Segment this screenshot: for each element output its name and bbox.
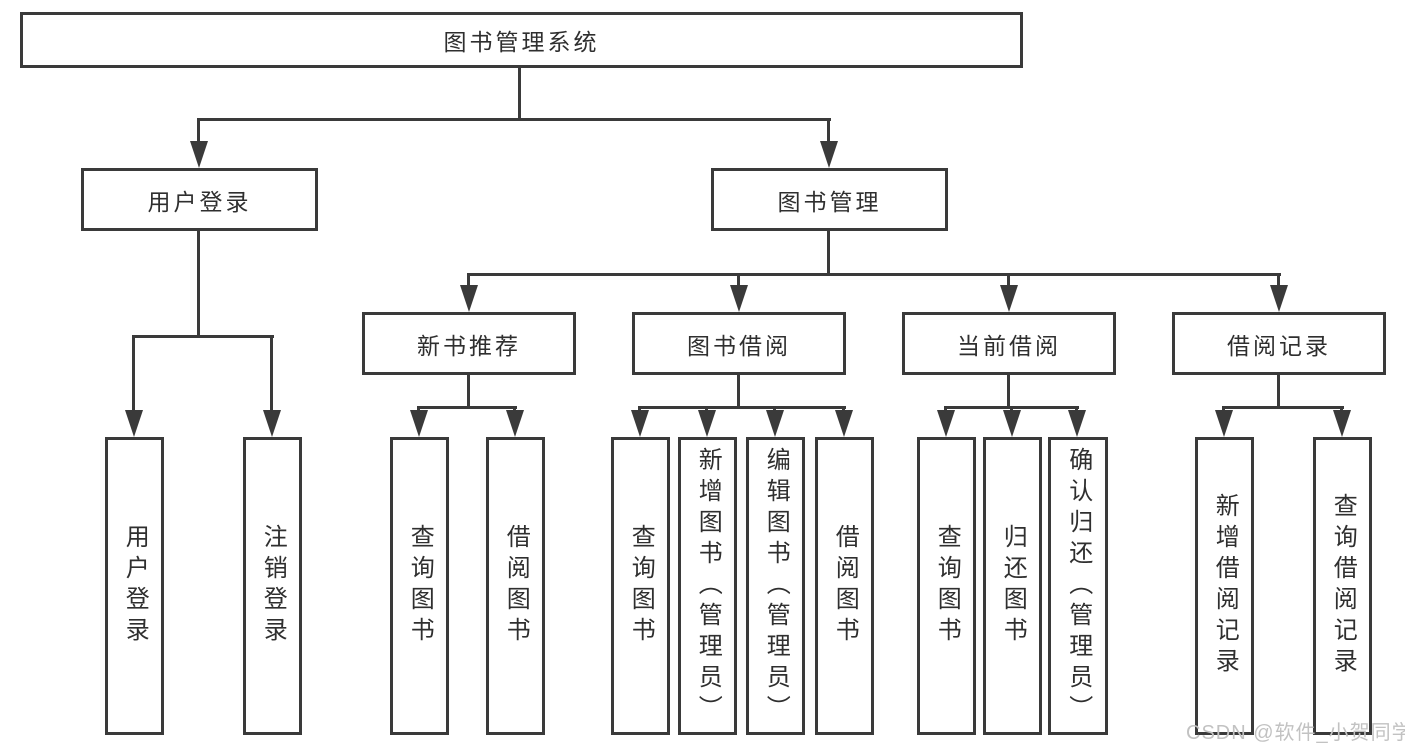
node-label: 用户登录: [147, 188, 252, 215]
edge-to-leaf-user-login: [132, 338, 135, 412]
edge-new-book-hbar: [417, 406, 517, 409]
leaf-label: 借阅图书: [831, 524, 859, 648]
edge-to-borrow-record: [1277, 276, 1280, 288]
edge-book-management-stem: [827, 231, 830, 275]
arrowhead-user-login: [190, 141, 208, 168]
leaf-label: 查询图书: [933, 524, 961, 648]
edge-to-book-borrow: [737, 276, 740, 288]
edge-borrow-record-stem: [1277, 375, 1280, 409]
arrowhead-leaf-query-book-2: [631, 410, 649, 437]
leaf-label: 查询图书: [406, 524, 434, 648]
arrowhead-leaf-user-login: [125, 410, 143, 437]
leaf-query-book-newbook: 查询图书: [390, 437, 449, 735]
arrowhead-leaf-edit-book: [766, 410, 784, 437]
leaf-query-book-current: 查询图书: [917, 437, 976, 735]
arrowhead-current-borrow: [1000, 285, 1018, 312]
leaf-label: 确认归还（管理员）: [1064, 446, 1092, 726]
leaf-user-login: 用户登录: [105, 437, 164, 735]
leaf-label: 编辑图书（管理员）: [762, 446, 790, 726]
edge-user-login-hbar: [132, 335, 274, 338]
leaf-borrow-book-borrow: 借阅图书: [815, 437, 874, 735]
leaf-logout: 注销登录: [243, 437, 302, 735]
edge-to-user-login: [197, 121, 200, 145]
node-book-management: 图书管理: [711, 168, 948, 231]
leaf-edit-book-admin: 编辑图书（管理员）: [746, 437, 805, 735]
arrowhead-new-book: [460, 285, 478, 312]
node-new-book-recommend: 新书推荐: [362, 312, 576, 375]
arrowhead-leaf-query-book-3: [937, 410, 955, 437]
edge-user-login-stem: [197, 231, 200, 337]
leaf-add-borrow-record: 新增借阅记录: [1195, 437, 1254, 735]
node-library-management-system: 图书管理系统: [20, 12, 1023, 68]
arrowhead-book-borrow: [730, 285, 748, 312]
leaf-query-book-borrow: 查询图书: [611, 437, 670, 735]
node-label: 图书借阅: [687, 332, 791, 359]
leaf-label: 注销登录: [259, 524, 287, 648]
node-book-borrow: 图书借阅: [632, 312, 846, 375]
csdn-watermark: CSDN @软件_小贺同学: [1186, 722, 1405, 744]
edge-to-new-book: [467, 276, 470, 288]
arrowhead-leaf-add-record: [1215, 410, 1233, 437]
leaf-borrow-book-newbook: 借阅图书: [486, 437, 545, 735]
edge-root-hbar: [197, 118, 831, 121]
node-label: 借阅记录: [1227, 332, 1331, 359]
edge-to-book-management: [827, 121, 830, 145]
leaf-add-book-admin: 新增图书（管理员）: [678, 437, 737, 735]
node-label: 图书管理: [777, 188, 882, 215]
leaf-return-book: 归还图书: [983, 437, 1042, 735]
arrowhead-leaf-borrow-book-1: [506, 410, 524, 437]
arrowhead-leaf-logout: [263, 410, 281, 437]
leaf-label: 借阅图书: [502, 524, 530, 648]
leaf-confirm-return-admin: 确认归还（管理员）: [1048, 437, 1108, 735]
node-label: 新书推荐: [417, 332, 521, 359]
arrowhead-book-management: [820, 141, 838, 168]
arrowhead-leaf-add-book: [698, 410, 716, 437]
edge-to-current-borrow: [1007, 276, 1010, 288]
node-current-borrow: 当前借阅: [902, 312, 1116, 375]
node-borrow-record: 借阅记录: [1172, 312, 1386, 375]
leaf-label: 查询借阅记录: [1329, 493, 1357, 679]
arrowhead-leaf-return-book: [1003, 410, 1021, 437]
edge-to-leaf-logout: [270, 338, 273, 412]
leaf-label: 归还图书: [999, 524, 1027, 648]
edge-current-borrow-stem: [1007, 375, 1010, 409]
edge-borrow-record-hbar: [1222, 406, 1344, 409]
edge-book-management-hbar: [467, 273, 1281, 276]
arrowhead-leaf-borrow-book-2: [835, 410, 853, 437]
arrowhead-leaf-confirm-return: [1068, 410, 1086, 437]
leaf-label: 用户登录: [121, 524, 149, 648]
node-label: 当前借阅: [957, 332, 1061, 359]
leaf-label: 查询图书: [627, 524, 655, 648]
edge-book-borrow-hbar: [638, 406, 846, 409]
leaf-query-borrow-record: 查询借阅记录: [1313, 437, 1372, 735]
arrowhead-leaf-query-record: [1333, 410, 1351, 437]
node-label: 图书管理系统: [443, 29, 600, 55]
arrowhead-leaf-query-book-1: [410, 410, 428, 437]
leaf-label: 新增图书（管理员）: [694, 446, 722, 726]
edge-book-borrow-stem: [737, 375, 740, 409]
arrowhead-borrow-record: [1270, 285, 1288, 312]
edge-root-stem: [518, 68, 521, 120]
edge-new-book-stem: [467, 375, 470, 409]
node-user-login: 用户登录: [81, 168, 318, 231]
leaf-label: 新增借阅记录: [1211, 493, 1239, 679]
